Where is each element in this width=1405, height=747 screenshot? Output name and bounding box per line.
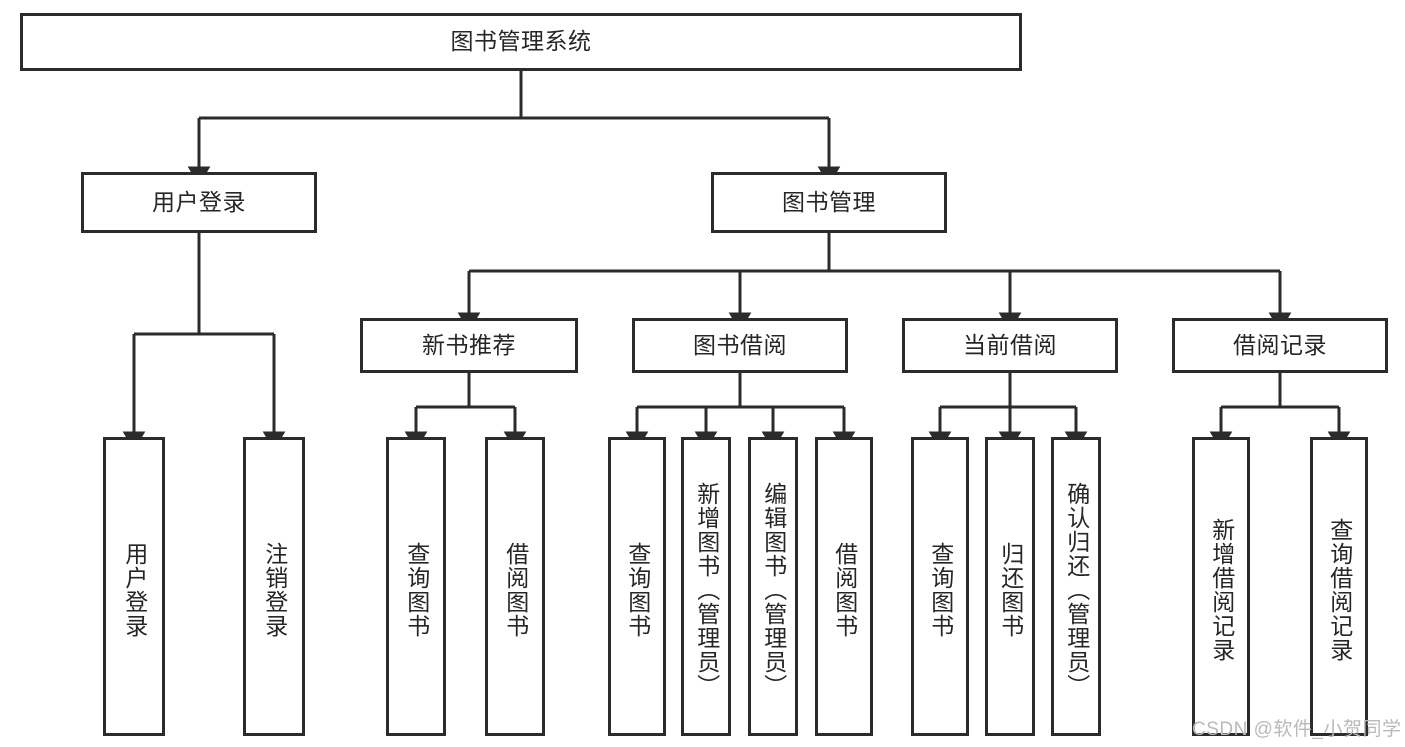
node-label-leaf-confirm-return: 确认归还（管理员） — [1063, 481, 1090, 698]
node-leaf-user-login[interactable]: 用户登录 — [103, 437, 165, 736]
node-label-root: 图书管理系统 — [450, 28, 592, 55]
node-label-leaf-borrow-book-2: 借阅图书 — [831, 541, 858, 638]
node-leaf-confirm-return[interactable]: 确认归还（管理员） — [1051, 437, 1101, 736]
node-label-user-login: 用户登录 — [152, 188, 246, 215]
node-user-login[interactable]: 用户登录 — [81, 172, 317, 233]
node-label-borrow-record: 借阅记录 — [1233, 331, 1327, 358]
node-leaf-query-record[interactable]: 查询借阅记录 — [1310, 437, 1368, 736]
node-label-book-borrow: 图书借阅 — [693, 331, 787, 358]
node-label-leaf-return-book: 归还图书 — [997, 541, 1024, 638]
node-root[interactable]: 图书管理系统 — [20, 13, 1022, 71]
node-label-leaf-logout: 注销登录 — [261, 541, 288, 638]
node-borrow-record[interactable]: 借阅记录 — [1172, 318, 1388, 373]
node-leaf-query-book-1[interactable]: 查询图书 — [386, 437, 446, 736]
node-leaf-query-book-2[interactable]: 查询图书 — [608, 437, 666, 736]
node-label-leaf-user-login: 用户登录 — [121, 541, 148, 638]
node-label-leaf-query-book-2: 查询图书 — [624, 541, 651, 638]
node-label-leaf-query-book-3: 查询图书 — [927, 541, 954, 638]
node-label-current-borrow: 当前借阅 — [963, 331, 1057, 358]
node-leaf-borrow-book-2[interactable]: 借阅图书 — [815, 437, 873, 736]
node-leaf-return-book[interactable]: 归还图书 — [985, 437, 1035, 736]
node-leaf-edit-book[interactable]: 编辑图书（管理员） — [748, 437, 798, 736]
node-label-book-manage: 图书管理 — [782, 188, 876, 215]
node-current-borrow[interactable]: 当前借阅 — [902, 318, 1118, 373]
node-label-leaf-edit-book: 编辑图书（管理员） — [760, 481, 787, 698]
node-book-borrow[interactable]: 图书借阅 — [632, 318, 848, 373]
node-label-leaf-query-book-1: 查询图书 — [403, 541, 430, 638]
node-label-leaf-query-record: 查询借阅记录 — [1326, 517, 1353, 662]
node-new-book-rec[interactable]: 新书推荐 — [360, 318, 578, 373]
node-leaf-add-record[interactable]: 新增借阅记录 — [1192, 437, 1250, 736]
node-label-new-book-rec: 新书推荐 — [422, 331, 516, 358]
node-book-manage[interactable]: 图书管理 — [711, 172, 947, 233]
node-leaf-query-book-3[interactable]: 查询图书 — [911, 437, 969, 736]
node-leaf-logout[interactable]: 注销登录 — [243, 437, 305, 736]
node-label-leaf-add-book: 新增图书（管理员） — [693, 481, 720, 698]
node-leaf-add-book[interactable]: 新增图书（管理员） — [681, 437, 731, 736]
node-label-leaf-add-record: 新增借阅记录 — [1208, 517, 1235, 662]
node-leaf-borrow-book-1[interactable]: 借阅图书 — [485, 437, 545, 736]
node-label-leaf-borrow-book-1: 借阅图书 — [502, 541, 529, 638]
